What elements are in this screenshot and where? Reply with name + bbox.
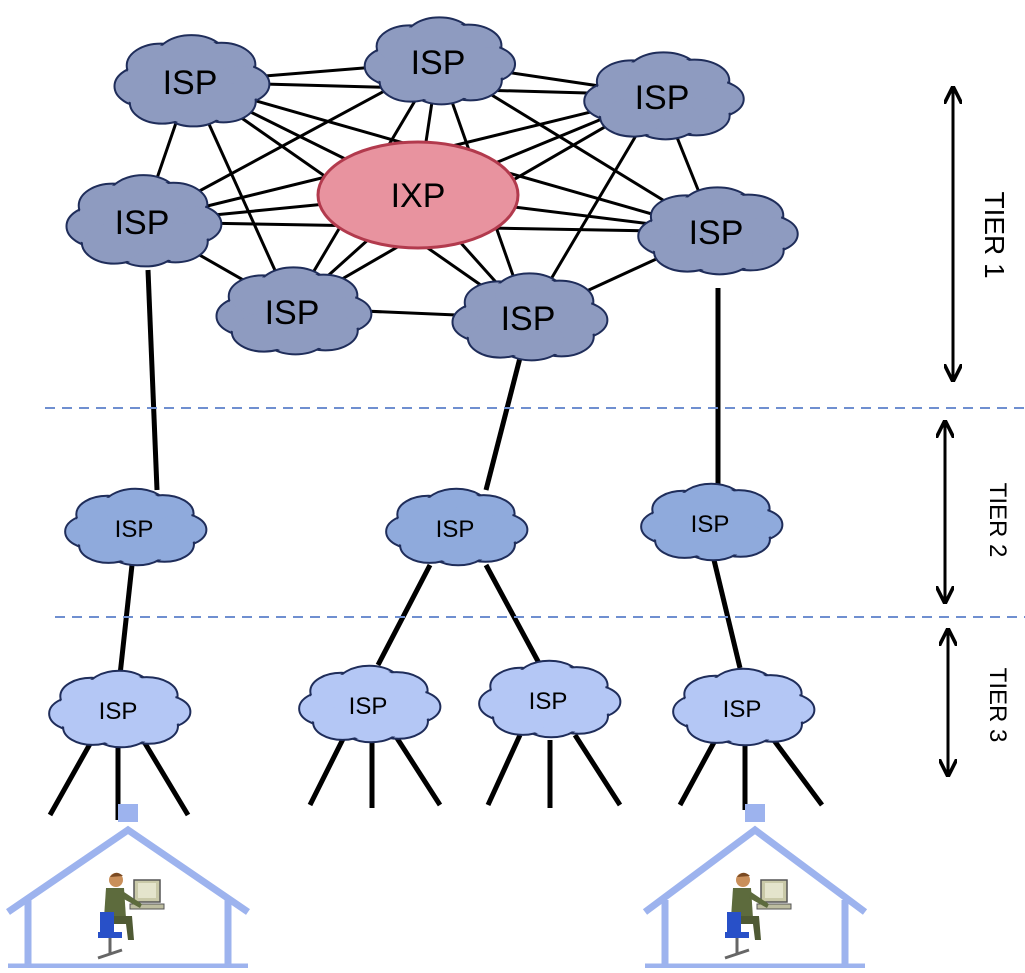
isp-cloud-t3-1-label: ISP [99,698,138,725]
isp-cloud-t1-mid-left: ISP [65,174,223,268]
isp-cloud-t3-3-label: ISP [529,688,568,715]
isp-cloud-t3-2-label: ISP [349,693,388,720]
isp-cloud-t1-mid-right: ISP [637,186,799,276]
isp-cloud-t2-center: ISP [385,487,529,567]
tier3-label: TIER 3 [984,668,1011,743]
hierarchy-links [117,269,743,676]
isp-cloud-t3-2: ISP [298,664,442,744]
isp-cloud-t1-bottom-left: ISP [215,266,373,356]
isp-cloud-t2-right-label: ISP [691,511,730,538]
isp-cloud-t1-top-center: ISP [363,16,517,106]
house-left [6,804,250,971]
tier2-label: TIER 2 [984,483,1011,558]
isp-cloud-t3-1: ISP [48,669,192,749]
isp-cloud-t1-bottom-right-label: ISP [501,300,556,338]
isp-cloud-t1-top-right: ISP [583,51,745,141]
isp-cloud-t2-center-label: ISP [436,516,475,543]
isp-cloud-t3-4-label: ISP [723,696,762,723]
isp-cloud-t1-top-left-label: ISP [163,64,218,102]
tier1-label: TIER 1 [979,191,1010,278]
isp-cloud-t1-top-right-label: ISP [635,79,690,117]
isp-cloud-t2-right: ISP [640,482,784,562]
isp-cloud-t1-mid-left-label: ISP [115,204,170,242]
user-at-computer-icon [97,872,165,960]
isp-cloud-t1-top-left: ISP [113,34,271,128]
isp-cloud-t2-left: ISP [64,487,208,567]
ixp-label: IXP [391,177,446,215]
isp-cloud-t3-4: ISP [672,667,816,747]
house-right [642,804,868,971]
isp-cloud-t3-3: ISP [478,659,622,739]
isp-cloud-t1-bottom-right: ISP [451,272,609,362]
isp-cloud-t1-mid-right-label: ISP [689,214,744,252]
isp-clouds: ISP ISP ISP ISP ISP ISP ISP ISP ISP ISP ISP ISP ISP I… [48,16,816,749]
ixp-node: IXP [316,140,520,250]
isp-cloud-t1-top-center-label: ISP [411,44,466,82]
tier3-leaf-links [47,733,825,820]
isp-cloud-t2-left-label: ISP [115,516,154,543]
isp-cloud-t1-bottom-left-label: ISP [265,294,320,332]
user-at-computer-icon [724,872,792,960]
